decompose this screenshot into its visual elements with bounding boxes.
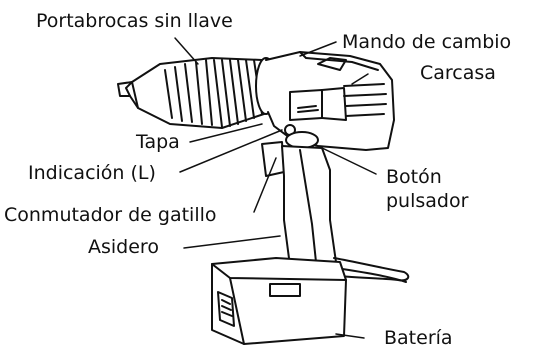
label-handle: Asidero bbox=[88, 236, 159, 258]
label-housing: Carcasa bbox=[420, 62, 496, 84]
battery-drawing bbox=[211, 257, 347, 345]
label-chuck: Portabrocas sin llave bbox=[36, 10, 233, 32]
label-push-button-line1: Botón bbox=[386, 166, 442, 188]
chuck-drawing bbox=[117, 57, 277, 129]
housing-drawing bbox=[265, 51, 395, 151]
label-speed-selector: Mando de cambio bbox=[342, 31, 512, 53]
label-cap: Tapa bbox=[136, 131, 180, 153]
trigger-drawing bbox=[261, 141, 285, 177]
label-battery: Batería bbox=[384, 327, 453, 349]
label-indication: Indicación (L) bbox=[28, 162, 156, 184]
label-trigger-switch: Conmutador de gatillo bbox=[4, 204, 217, 226]
handle-drawing bbox=[281, 145, 337, 267]
leader-lines bbox=[174, 37, 377, 339]
label-push-button-line2: pulsador bbox=[386, 190, 469, 212]
cap-drawing bbox=[284, 124, 319, 149]
